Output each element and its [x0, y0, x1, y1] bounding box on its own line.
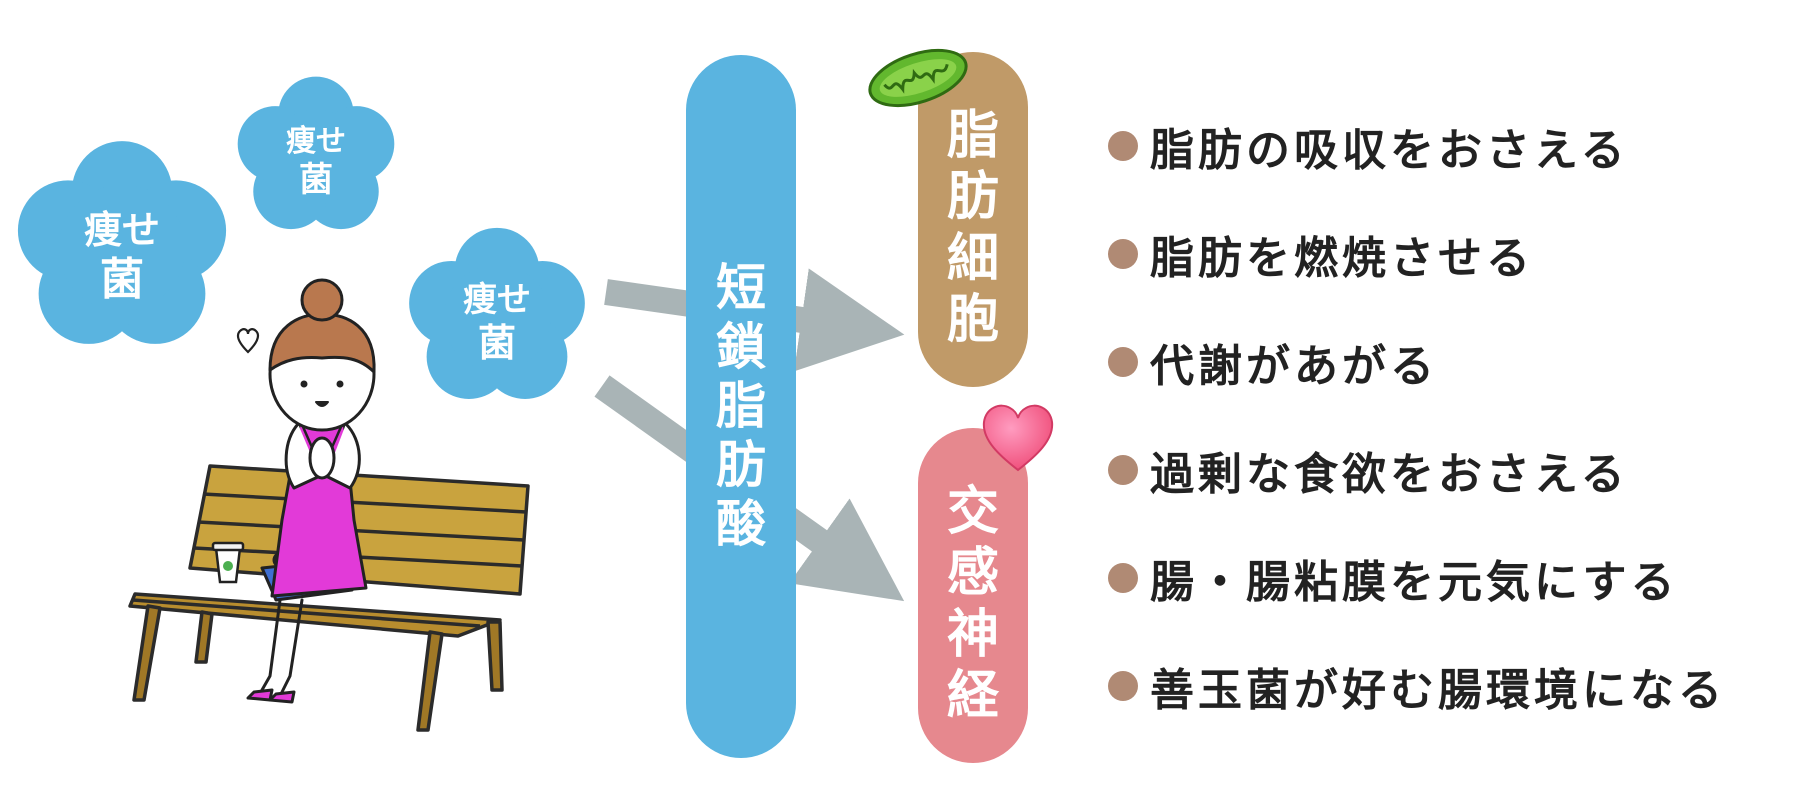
effect-item: 脂肪を燃焼させる	[1108, 200, 1798, 308]
fat-cell-char-1: 脂	[946, 105, 999, 166]
fat-cell-char-4: 胞	[946, 289, 999, 350]
effect-item: 過剰な食欲をおさえる	[1108, 416, 1798, 524]
fat-cell-char-2: 肪	[946, 167, 999, 228]
effect-text: 善玉菌が好む腸環境になる	[1150, 665, 1726, 716]
effect-item: 代謝があがる	[1108, 308, 1798, 416]
effect-text: 腸・腸粘膜を元気にする	[1150, 557, 1679, 608]
effect-item: 脂肪の吸収をおさえる	[1108, 92, 1798, 200]
center-node-char-5: 酸	[716, 495, 766, 553]
nerve-node-shape	[918, 428, 1028, 763]
effect-text: 脂肪の吸収をおさえる	[1150, 125, 1629, 176]
small-heart-icon	[236, 328, 260, 354]
bullet-dot	[1108, 671, 1138, 701]
center-node-label: 短 鎖 脂 肪 酸	[686, 55, 796, 758]
nerve-char-1: 交	[946, 481, 999, 542]
effect-text: 過剰な食欲をおさえる	[1150, 449, 1629, 500]
fat-cell-char-3: 細	[946, 228, 999, 289]
center-node-shape	[686, 55, 796, 758]
nerve-char-3: 神	[946, 604, 999, 665]
center-node-char-1: 短	[716, 259, 766, 317]
bullet-dot	[1108, 239, 1138, 269]
effect-item: 善玉菌が好む腸環境になる	[1108, 632, 1798, 740]
coffee-cup-icon	[211, 541, 245, 584]
bacteria-label-2-line1: 痩せ	[286, 124, 346, 159]
woman-character	[246, 278, 376, 704]
nerve-char-2: 感	[946, 543, 999, 604]
fat-cell-node-label: 脂 肪 細 胞	[918, 70, 1028, 387]
bullet-dot	[1108, 347, 1138, 377]
mitochondria-icon	[868, 48, 968, 108]
nerve-char-4: 経	[946, 665, 999, 726]
effects-list: 脂肪の吸収をおさえる 脂肪を燃焼させる 代謝があがる 過剰な食欲をおさえる 腸・…	[1108, 92, 1798, 740]
effect-text: 脂肪を燃焼させる	[1150, 233, 1534, 284]
nerve-node-label: 交 感 神 経	[918, 446, 1028, 763]
center-node-char-3: 脂	[716, 377, 766, 435]
bacteria-label-2-line2: 菌	[299, 160, 333, 200]
bacteria-label-1: 痩せ 菌	[62, 208, 182, 306]
bacteria-label-1-line2: 菌	[100, 253, 144, 305]
bacteria-label-3: 痩せ 菌	[442, 280, 552, 366]
heart-icon	[982, 404, 1054, 472]
bullet-dot	[1108, 563, 1138, 593]
effect-text: 代謝があがる	[1150, 341, 1438, 392]
fat-cell-node-shape	[918, 52, 1028, 387]
bullet-dot	[1108, 131, 1138, 161]
effect-item: 腸・腸粘膜を元気にする	[1108, 524, 1798, 632]
bullet-dot	[1108, 455, 1138, 485]
bacteria-label-2: 痩せ 菌	[266, 124, 366, 201]
bacteria-label-3-line1: 痩せ	[463, 280, 531, 320]
bacteria-label-3-line2: 菌	[477, 320, 516, 365]
center-node-char-4: 肪	[716, 436, 766, 494]
center-node-char-2: 鎖	[716, 318, 766, 376]
bacteria-label-1-line1: 痩せ	[83, 208, 160, 252]
